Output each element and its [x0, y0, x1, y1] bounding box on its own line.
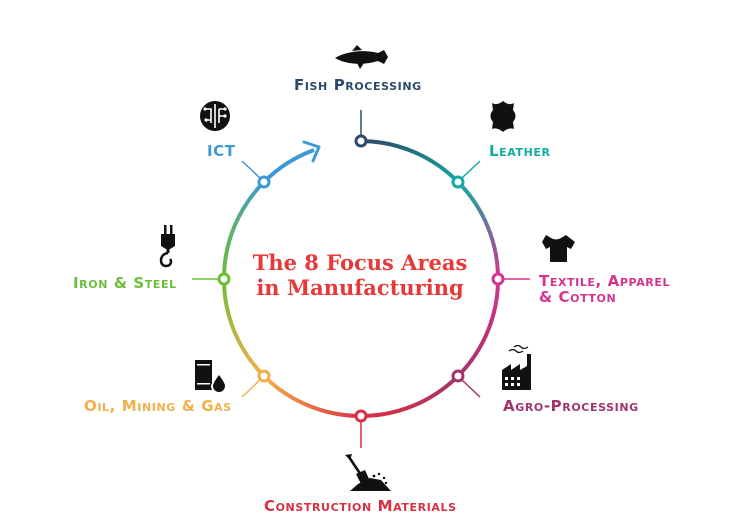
ring-arc-fish-leather: [360, 139, 460, 184]
arrow-head: [302, 140, 321, 163]
connector-leather: [461, 160, 481, 179]
leather-hide-icon: [490, 101, 516, 132]
connector-ict: [241, 160, 261, 179]
ring-arc-leather-textile: [456, 180, 501, 280]
t-shirt-icon: [542, 235, 575, 262]
title-line-2: in Manufacturing: [256, 275, 464, 300]
label-oil-mining-gas: Oil, Mining & Gas: [84, 397, 232, 415]
diagram-title: The 8 Focus Areas in Manufacturing: [220, 250, 500, 300]
node-fish-processing: [354, 134, 368, 148]
label-leather: Leather: [489, 142, 551, 160]
node-ict: [257, 175, 271, 189]
label-fish-processing: Fish Processing: [294, 76, 422, 94]
oil-barrel-icon: [195, 360, 227, 394]
label-agro-processing: Agro-Processing: [503, 397, 639, 415]
ring-arc-agro-construction: [360, 374, 460, 419]
connector-agro: [461, 379, 481, 398]
node-textile: [491, 272, 505, 286]
node-leather: [451, 175, 465, 189]
node-construction: [354, 409, 368, 423]
factory-icon: [502, 344, 531, 390]
ring-arc-iron-ict: [221, 180, 266, 280]
connector-oil: [241, 379, 261, 398]
label-textile-line-1: Textile, Apparel: [539, 272, 671, 290]
title-line-1: The 8 Focus Areas: [252, 250, 468, 275]
ring-arc-construction-oil: [262, 374, 362, 419]
crane-hook-icon: [159, 225, 175, 268]
circuit-icon: [200, 101, 230, 131]
label-construction-materials: Construction Materials: [264, 497, 457, 515]
label-textile-line-2: & Cotton: [539, 288, 617, 306]
label-iron-steel: Iron & Steel: [73, 274, 177, 292]
node-iron-steel: [217, 272, 231, 286]
node-agro-processing: [451, 369, 465, 383]
ring-arc-textile-agro: [456, 278, 501, 378]
label-ict: ICT: [207, 142, 236, 160]
fish-icon: [335, 45, 388, 69]
shovel-icon: [345, 454, 391, 491]
node-oil-mining-gas: [257, 369, 271, 383]
ring-arrow-arc: [262, 148, 315, 184]
ring-arc-oil-iron: [221, 278, 266, 378]
